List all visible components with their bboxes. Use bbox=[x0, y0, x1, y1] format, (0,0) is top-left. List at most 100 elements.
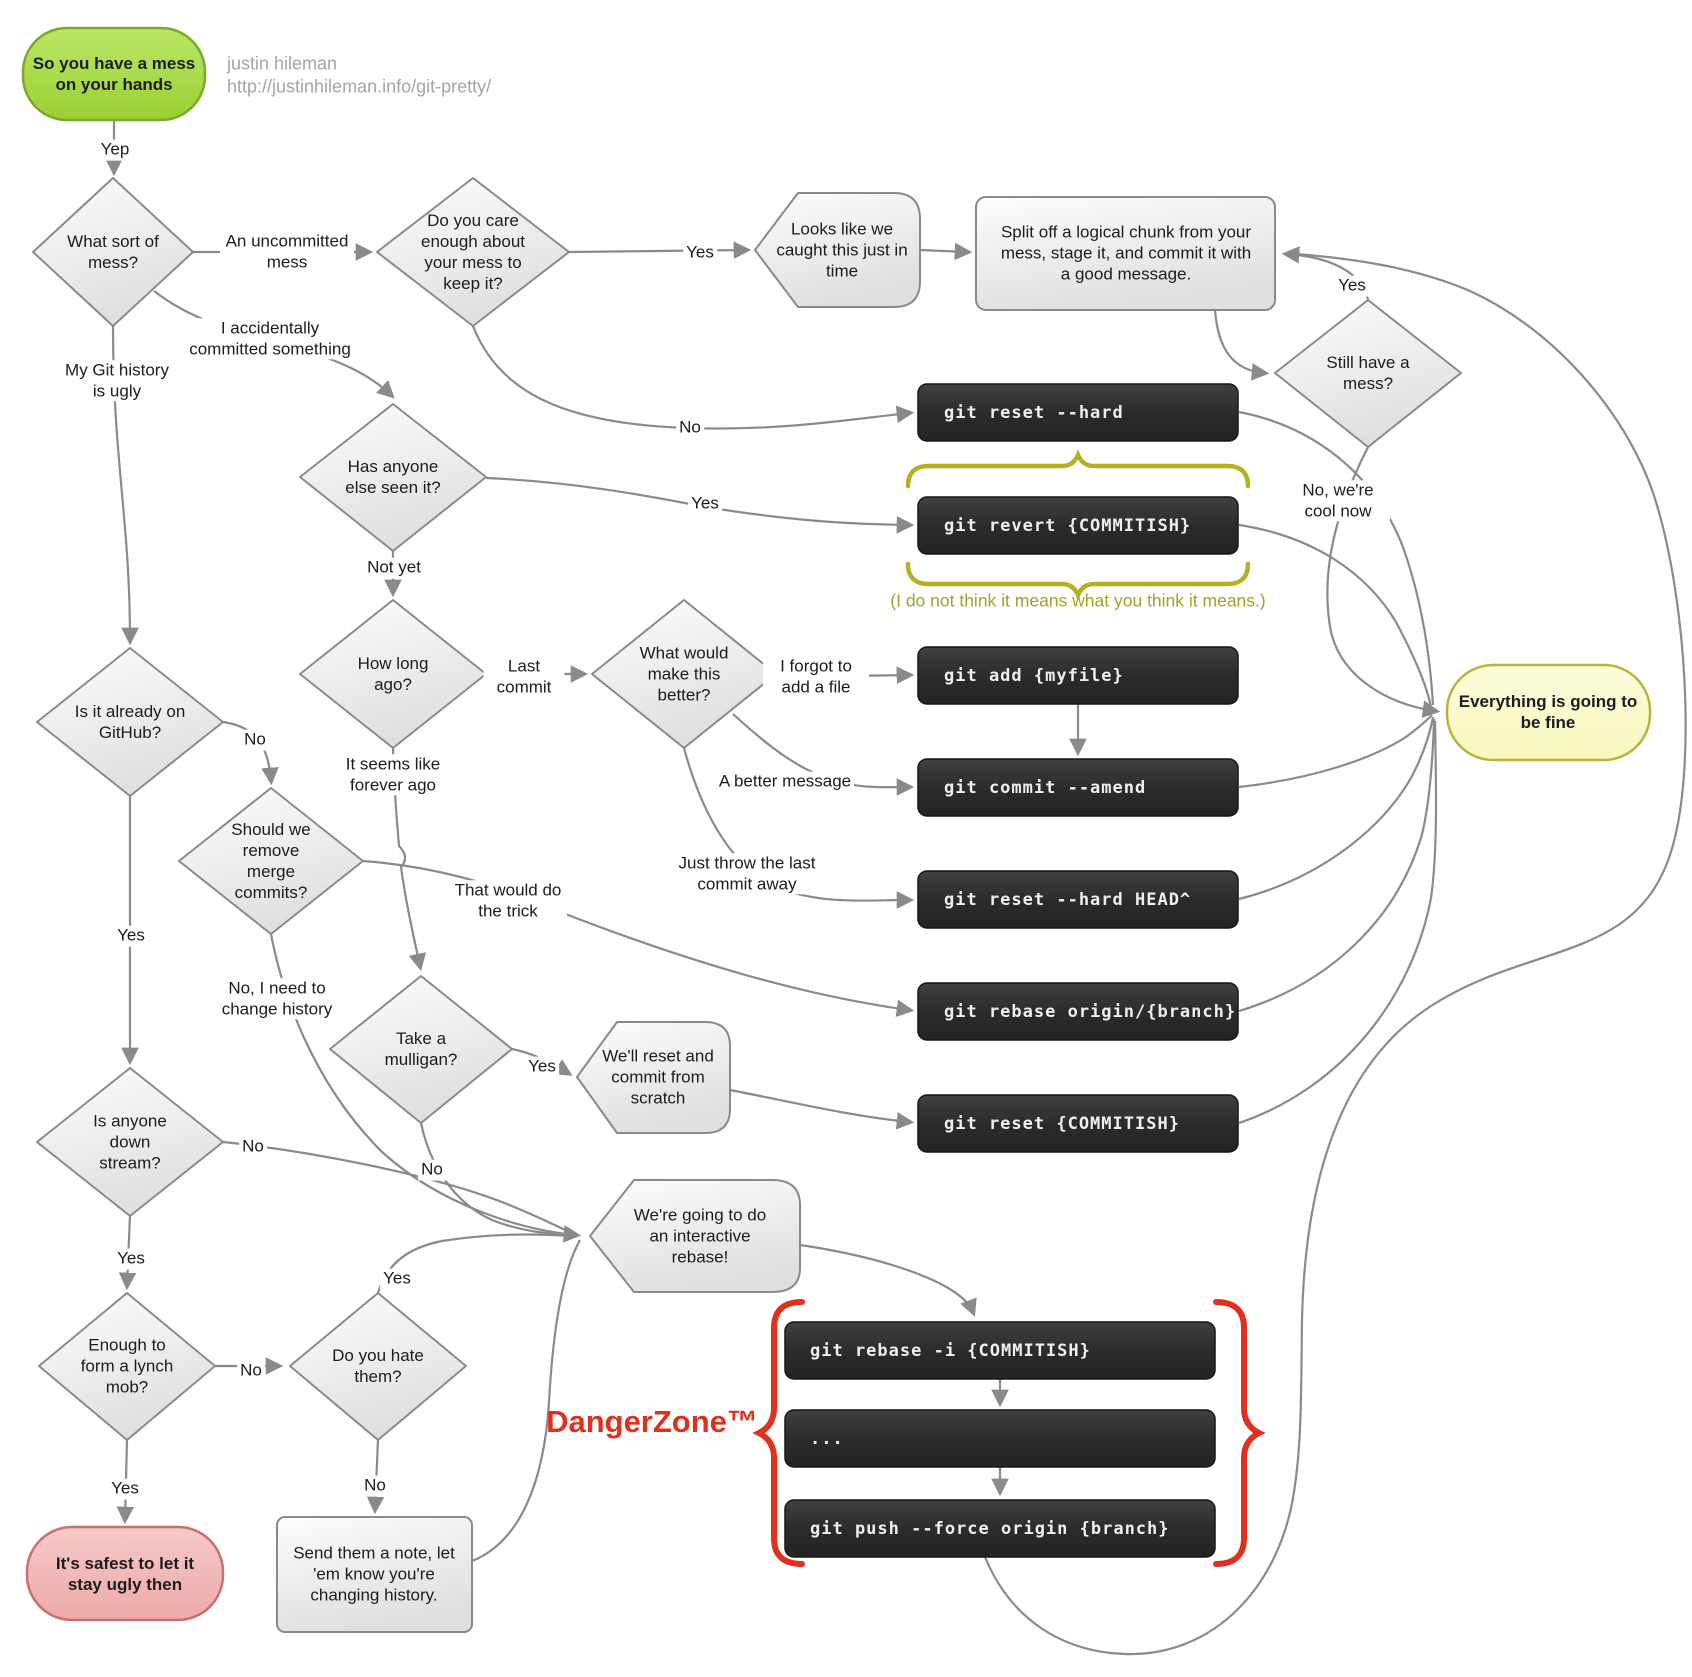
node-send-note-shape bbox=[276, 1516, 473, 1633]
command-reset-head-shape bbox=[917, 870, 1239, 929]
node-hate-them-shape bbox=[289, 1292, 467, 1441]
edge-label-better-message: A better message bbox=[715, 771, 855, 793]
edge-reset-head-to-fine bbox=[1238, 716, 1435, 901]
command-add-label: git add {myfile} bbox=[944, 666, 1124, 686]
node-still-mess-shape bbox=[1274, 299, 1462, 448]
edge-label-change-history: No, I need to change history bbox=[198, 978, 356, 1020]
edge-label-yes-hate: Yes bbox=[380, 1268, 414, 1290]
edge-rebase-to-rebase-i bbox=[799, 1243, 977, 1317]
edge-label-yep: Yep bbox=[97, 139, 133, 161]
edge-label-yes-downstream: Yes bbox=[114, 1248, 148, 1270]
edge-label-no-mulligan: No bbox=[418, 1159, 446, 1181]
edge-caught-to-split bbox=[919, 242, 973, 261]
red-brace-left-icon bbox=[752, 1299, 805, 1567]
edge-label-do-trick: That would do the trick bbox=[449, 880, 567, 922]
node-what-sort-label: What sort of mess? bbox=[67, 231, 159, 272]
edge-howlong-to-mulligan bbox=[391, 747, 427, 972]
edge-label-yes-still: Yes bbox=[1335, 275, 1369, 297]
command-push-force-label: git push --force origin {branch} bbox=[810, 1519, 1170, 1539]
edge-care-yes-to-caught bbox=[568, 241, 752, 259]
node-anyone-seen-shape bbox=[299, 403, 487, 552]
command-reset-commitish-label: git reset {COMMITISH} bbox=[944, 1114, 1180, 1134]
command-rebase-i-shape bbox=[784, 1321, 1216, 1380]
node-fine-label: Everything is going to be fine bbox=[1458, 691, 1638, 732]
yellow-brace-bottom-icon bbox=[905, 561, 1251, 601]
node-care-enough-shape bbox=[376, 177, 570, 327]
edge-label-no-downstream: No bbox=[239, 1136, 267, 1158]
node-reset-scratch-label: We'll reset and commit from scratch bbox=[602, 1046, 714, 1108]
edge-rebase-origin-to-fine bbox=[1238, 718, 1436, 1013]
edge-care-no-to-reset-hard bbox=[471, 325, 915, 430]
command-rebase-origin-shape bbox=[917, 982, 1239, 1041]
command-push-force-shape bbox=[784, 1499, 1216, 1558]
edge-label-yes-github: Yes bbox=[114, 925, 148, 947]
node-what-better-shape bbox=[591, 599, 777, 749]
node-mulligan-label: Take a mulligan? bbox=[384, 1028, 458, 1069]
command-rebase-i-label: git rebase -i {COMMITISH} bbox=[810, 1341, 1091, 1361]
danger-zone-label: DangerZone™ bbox=[546, 1404, 758, 1439]
node-on-github-label: Is it already on GitHub? bbox=[74, 701, 186, 742]
node-how-long-shape bbox=[299, 599, 487, 749]
node-shapes bbox=[21, 26, 1652, 1633]
command-amend-shape bbox=[917, 758, 1239, 817]
command-add-shape bbox=[917, 646, 1239, 705]
edge-revert-to-fine bbox=[1238, 523, 1433, 708]
node-what-sort-shape bbox=[32, 177, 194, 327]
edge-amend-to-fine bbox=[1238, 714, 1433, 789]
credit-url: http://justinhileman.info/git-pretty/ bbox=[227, 76, 492, 97]
node-interactive-rebase-label: We're going to do an interactive rebase! bbox=[633, 1205, 767, 1267]
edge-note-to-rebase bbox=[471, 1239, 581, 1563]
command-dots-label: ... bbox=[810, 1429, 844, 1449]
edge-label-history-ugly: My Git history is ugly bbox=[60, 360, 174, 402]
node-interactive-rebase-shape bbox=[589, 1179, 801, 1293]
node-mulligan-shape bbox=[329, 975, 513, 1124]
node-lynch-mob-shape bbox=[38, 1292, 216, 1441]
command-reset-hard-shape bbox=[917, 383, 1239, 442]
braces bbox=[752, 449, 1266, 1567]
edge-label-accidental: I accidentally committed something bbox=[183, 318, 357, 360]
revert-note: (I do not think it means what you think … bbox=[890, 590, 1266, 611]
edge-label-yes-seen: Yes bbox=[688, 493, 722, 515]
edge-label-no-cool: No, we're cool now bbox=[1286, 480, 1390, 522]
node-hate-them-label: Do you hate them? bbox=[332, 1345, 424, 1386]
edge-label-no-mob: No bbox=[237, 1360, 265, 1382]
edge-label-no-care: No bbox=[676, 417, 704, 439]
node-what-better-label: What would make this better? bbox=[639, 643, 729, 705]
node-still-mess-label: Still have a mess? bbox=[1326, 352, 1410, 393]
node-on-github-shape bbox=[36, 647, 224, 797]
command-rebase-origin-label: git rebase origin/{branch} bbox=[944, 1002, 1237, 1022]
node-split-off-label: Split off a logical chunk from your mess… bbox=[1000, 222, 1252, 284]
node-anyone-seen-label: Has anyone else seen it? bbox=[345, 456, 441, 497]
node-stay-ugly-shape bbox=[25, 1525, 225, 1622]
edge-label-uncommitted: An uncommitted mess bbox=[220, 231, 354, 273]
edge-push-force-loop-to-split bbox=[983, 252, 1687, 1656]
edge-label-throw-away: Just throw the last commit away bbox=[666, 853, 828, 895]
command-dots-shape bbox=[784, 1409, 1216, 1468]
node-downstream-label: Is anyone down stream? bbox=[93, 1111, 167, 1173]
edge-label-no-hate: No bbox=[361, 1475, 389, 1497]
node-start-shape bbox=[21, 26, 207, 122]
red-brace-right-icon bbox=[1213, 1299, 1266, 1567]
command-reset-commitish-shape bbox=[917, 1094, 1239, 1153]
command-revert-shape bbox=[917, 496, 1239, 555]
yellow-brace-top-icon bbox=[905, 449, 1251, 489]
edge-label-no-github: No bbox=[241, 729, 269, 751]
edge-removemerge-to-rebase-origin bbox=[362, 859, 915, 1018]
edge-downstream-no-to-rebase bbox=[222, 1140, 571, 1234]
node-lynch-mob-label: Enough to form a lynch mob? bbox=[80, 1335, 174, 1397]
node-caught-in-time-label: Looks like we caught this just in time bbox=[776, 219, 908, 281]
node-split-off-shape bbox=[975, 196, 1276, 311]
edge-scratch-to-reset-commitish bbox=[729, 1088, 915, 1130]
node-remove-merge-label: Should we remove merge commits? bbox=[231, 819, 311, 903]
edge-label-last-commit: Last commit bbox=[483, 656, 565, 698]
node-how-long-label: How long ago? bbox=[357, 653, 429, 694]
edge-label-yes-care: Yes bbox=[683, 242, 717, 264]
node-start-label: So you have a mess on your hands bbox=[32, 53, 196, 94]
edge-split-to-still-mess bbox=[1213, 309, 1270, 381]
node-fine-shape bbox=[1445, 663, 1652, 762]
node-send-note-label: Send them a note, let 'em know you're ch… bbox=[293, 1543, 455, 1605]
edge-label-forgot-file: I forgot to add a file bbox=[763, 656, 869, 698]
node-care-enough-label: Do you care enough about your mess to ke… bbox=[421, 210, 525, 294]
edge-reset-hard-to-fine bbox=[1238, 410, 1435, 706]
